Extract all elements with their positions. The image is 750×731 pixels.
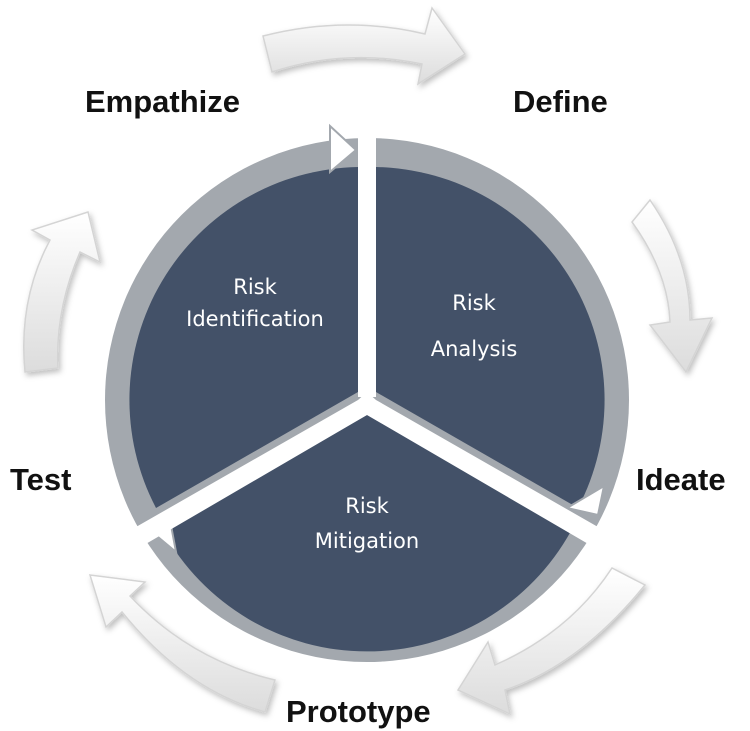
divider: [122, 135, 612, 552]
arrowhead-icon: [329, 123, 358, 175]
segment-risk-identification: [129, 167, 358, 508]
stage-label-ideate: Ideate: [636, 462, 726, 497]
segment-label-identification-line2: Identification: [186, 307, 324, 331]
arrowhead-icon: [564, 483, 606, 517]
divider-right: [367, 392, 612, 552]
curved-arrow-icon: [631, 198, 714, 374]
curved-arrow-icon: [262, 6, 467, 86]
segment-label-mitigation-line1: Risk: [345, 494, 389, 518]
outer-arrows: [23, 6, 714, 716]
curved-arrow-icon: [88, 574, 276, 713]
stage-label-define: Define: [513, 84, 608, 119]
stage-label-empathize: Empathize: [85, 84, 240, 119]
segment-label-mitigation-line2: Mitigation: [315, 529, 419, 553]
segment-label-analysis-line2: Analysis: [431, 337, 518, 361]
stage-label-prototype: Prototype: [286, 694, 431, 729]
segment-label-analysis-line1: Risk: [452, 291, 496, 315]
curved-arrow-icon: [456, 567, 647, 716]
curved-arrow-icon: [23, 211, 102, 373]
segment-label-identification-line1: Risk: [233, 275, 277, 299]
divider-top: [358, 135, 376, 397]
divider-left: [122, 392, 367, 552]
segment-risk-analysis: [376, 167, 605, 508]
stage-label-test: Test: [10, 462, 71, 497]
